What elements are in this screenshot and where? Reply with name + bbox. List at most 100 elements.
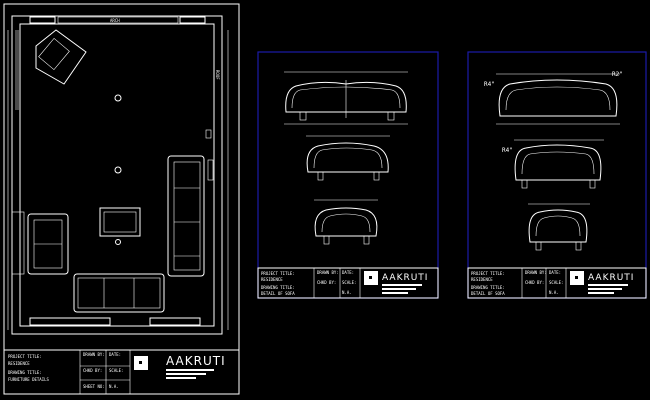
sofa-medium-leg-l — [317, 171, 324, 181]
sofa-b-tufting — [521, 151, 595, 175]
sheet1-scale: SCALE: — [109, 368, 123, 373]
window-top-right — [179, 16, 206, 24]
sofa-right — [167, 155, 205, 277]
radius-label-2: R2" — [612, 71, 623, 78]
armchair-left — [27, 213, 69, 275]
sheet1-nos: N.A. — [109, 384, 119, 389]
room-inner-wall — [19, 23, 215, 327]
sofa-a-body — [498, 79, 618, 117]
sofa-a-tufting — [505, 86, 611, 111]
sheet2-checked: CHKD BY: — [317, 280, 336, 285]
arch-label: ARCH — [110, 18, 120, 23]
sheet3-text-block-1 — [588, 284, 628, 286]
sofa-large-leg-l — [299, 111, 307, 121]
sheet1-checked: CHKD BY: — [83, 368, 102, 373]
sheet1-date: DATE: — [109, 352, 121, 357]
corner-table-top — [38, 37, 70, 71]
sheet3-drawing-value: DETAIL OF SOFA — [471, 291, 505, 296]
sofa-bottom-seat — [77, 277, 161, 309]
sheet3-studio-name: AAKRUTI — [588, 273, 634, 283]
sheet2-text-block-1 — [382, 284, 422, 286]
corner-table — [35, 29, 87, 85]
sheet3-title-block — [467, 267, 647, 299]
sheet2-drawing-label: DRAWING TITLE: — [261, 285, 295, 290]
sofa-side-view-c — [528, 203, 590, 251]
sofa-medium-back — [306, 142, 389, 173]
radius-label-3: R4" — [502, 147, 513, 154]
door-marker — [205, 129, 212, 139]
sheet1-drawn-by: DRAWN BY: — [83, 352, 105, 357]
sheet2-text-block-2 — [382, 288, 416, 290]
sofa-c-body — [528, 209, 588, 243]
sofa-b-leg-l — [521, 179, 528, 189]
sofa-c-leg-r — [575, 241, 582, 251]
window-bottom-right — [149, 317, 201, 326]
sofa-small-tufting — [321, 213, 371, 233]
sheet1-project-value: RESIDENCE — [8, 361, 30, 366]
sofa-right-seat — [173, 161, 201, 271]
sofa-c-leg-l — [535, 241, 542, 251]
sheet3-date: DATE: — [549, 270, 561, 275]
sheet3-drawing-label: DRAWING TITLE: — [471, 285, 505, 290]
sheet3-project-label: PROJECT TITLE: — [471, 271, 505, 276]
sheet2-border — [257, 51, 439, 299]
sheet-floor-plan: ARCH ROOF — [3, 3, 240, 395]
sheet2-date: DATE: — [342, 270, 354, 275]
sofa-elevation-large — [284, 71, 408, 125]
sheet3-drawn-by: DRAWN BY: — [525, 270, 547, 275]
radius-label-1: R4" — [484, 81, 495, 88]
sheet1-title-block — [3, 349, 240, 395]
sofa-c-tufting — [535, 215, 581, 237]
sheet2-logo-dot — [369, 276, 372, 279]
sofa-b-body — [514, 144, 602, 181]
sheet2-title-block — [257, 267, 439, 299]
sofa-small-leg-r — [363, 235, 370, 245]
sheet3-text-block-3 — [588, 292, 614, 294]
sheet2-project-label: PROJECT TITLE: — [261, 271, 295, 276]
sheet1-studio-name: AAKRUTI — [166, 354, 226, 368]
sofa-large-leg-r — [387, 111, 395, 121]
sofa-b-leg-r — [589, 179, 596, 189]
sheet3-nos: N.A. — [549, 290, 559, 295]
sheet1-sheet: SHEET NO: — [83, 384, 105, 389]
sofa-elevation-small — [314, 199, 378, 245]
sheet1-drawing-value: FURNITURE DETAILS — [8, 377, 50, 382]
sheet-sofa-details-2: R4" R2" R4" PROJECT — [467, 51, 647, 299]
sheet2-studio-name: AAKRUTI — [382, 273, 428, 283]
sheet-sofa-details-1: PROJECT TITLE: RESIDENCE DRAWING TITLE: … — [257, 51, 439, 299]
sofa-medium-leg-r — [373, 171, 380, 181]
sofa-bottom — [73, 273, 165, 313]
roof-label: ROOF — [215, 70, 220, 80]
sheet3-project-value: RESIDENCE — [471, 277, 493, 282]
sheet3-logo-dot — [575, 276, 578, 279]
sofa-elevation-medium — [306, 135, 390, 181]
sofa-side-view-b — [514, 139, 604, 189]
sheet1-logo-dot — [139, 361, 142, 364]
sheet1-project-label: PROJECT TITLE: — [8, 354, 42, 359]
sheet1-text-block-2 — [166, 373, 206, 375]
sheet2-project-value: RESIDENCE — [261, 277, 283, 282]
sheet2-nos: N.A. — [342, 290, 352, 295]
sheet2-text-block-3 — [382, 292, 408, 294]
sofa-small-back — [314, 207, 378, 237]
sheet1-drawing-label: DRAWING TITLE: — [8, 370, 42, 375]
side-window — [207, 159, 214, 181]
sheet2-drawn-by: DRAWN BY: — [317, 270, 339, 275]
sheet2-drawing-value: DETAIL OF SOFA — [261, 291, 295, 296]
sheet2-scale: SCALE: — [342, 280, 356, 285]
ceiling-light-2 — [114, 166, 122, 174]
ceiling-light-3 — [115, 239, 121, 245]
window-top-left — [29, 16, 56, 24]
coffee-table — [99, 207, 141, 237]
arch-band — [57, 16, 179, 24]
sofa-side-view-a — [496, 73, 620, 125]
coffee-table-top — [103, 211, 137, 233]
sheet3-checked: CHKD BY: — [525, 280, 544, 285]
sofa-medium-tufting — [313, 147, 383, 169]
sheet3-text-block-2 — [588, 288, 622, 290]
sheet1-text-block-1 — [166, 369, 214, 371]
sheet3-scale: SCALE: — [549, 280, 563, 285]
room-outer-wall — [11, 15, 223, 335]
sofa-small-leg-l — [323, 235, 330, 245]
